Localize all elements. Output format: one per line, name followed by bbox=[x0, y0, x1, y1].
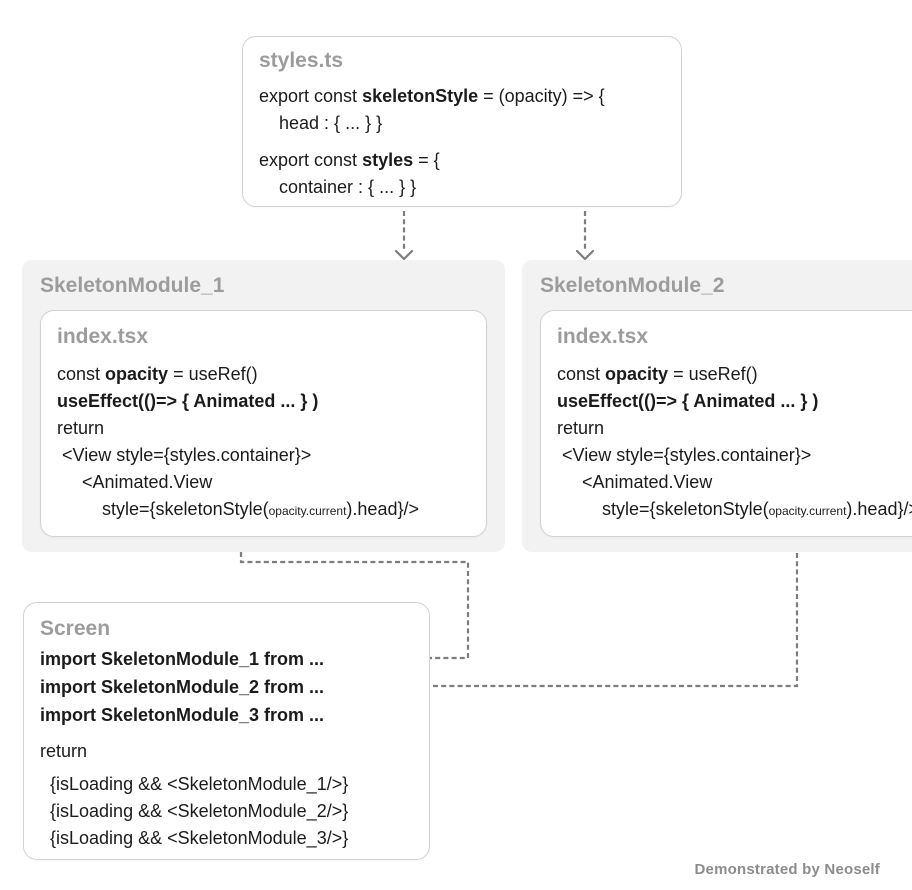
styles-file-box: styles.ts export const skeletonStyle = (… bbox=[242, 36, 682, 207]
footer-credit: Demonstrated by Neoself bbox=[694, 861, 880, 878]
module-1-index-file-title: index.tsx bbox=[57, 325, 149, 348]
code-line: {isLoading && <SkeletonModule_2/>} bbox=[40, 801, 349, 821]
code-line: <Animated.View bbox=[57, 472, 213, 492]
screen-title: Screen bbox=[40, 617, 111, 640]
styles-file-title: styles.ts bbox=[259, 49, 344, 72]
arrow-styles-to-module1 bbox=[394, 211, 414, 261]
code-line: style={skeletonStyle(opacity.current).he… bbox=[557, 499, 912, 519]
skeleton-module-1-title: SkeletonModule_1 bbox=[40, 274, 225, 297]
code-line: import SkeletonModule_2 from ... bbox=[40, 677, 325, 697]
code-line: {isLoading && <SkeletonModule_3/>} bbox=[40, 828, 349, 848]
code-line: export const skeletonStyle = (opacity) =… bbox=[259, 86, 605, 106]
code-line: const opacity = useRef() bbox=[557, 364, 758, 384]
styles-file-code: export const skeletonStyle = (opacity) =… bbox=[259, 83, 665, 201]
code-line: style={skeletonStyle(opacity.current).he… bbox=[57, 499, 419, 519]
code-line: head : { ... } } bbox=[259, 113, 383, 133]
code-line: const opacity = useRef() bbox=[57, 364, 258, 384]
code-line: useEffect(()=> { Animated ... } ) bbox=[557, 391, 819, 411]
screen-imports: import SkeletonModule_1 from ... import S… bbox=[40, 645, 413, 729]
arrow-styles-to-module2 bbox=[575, 211, 595, 261]
module-1-index-file-box: index.tsx const opacity = useRef() useEff… bbox=[40, 310, 487, 537]
code-line: <View style={styles.container}> bbox=[57, 445, 312, 465]
code-line: return bbox=[557, 418, 605, 438]
code-line: export const styles = { bbox=[259, 150, 440, 170]
screen-box: Screen import SkeletonModule_1 from ...i… bbox=[23, 602, 430, 860]
code-line: useEffect(()=> { Animated ... } ) bbox=[57, 391, 319, 411]
code-line: <View style={styles.container}> bbox=[557, 445, 812, 465]
code-line: {isLoading && <SkeletonModule_1/>} bbox=[40, 774, 349, 794]
code-line: import SkeletonModule_3 from ... bbox=[40, 705, 325, 725]
arrow-module2-to-screen-import2 bbox=[390, 553, 799, 696]
code-line: container : { ... } } bbox=[259, 177, 417, 197]
module-1-index-code: const opacity = useRef() useEffect(()=> {… bbox=[57, 361, 470, 525]
skeleton-module-2-title: SkeletonModule_2 bbox=[540, 274, 725, 297]
module-2-index-file-title: index.tsx bbox=[557, 325, 649, 348]
code-line: <Animated.View bbox=[557, 472, 713, 492]
code-line: import SkeletonModule_1 from ... bbox=[40, 649, 325, 669]
module-2-index-file-box: index.tsx const opacity = useRef() useEff… bbox=[540, 310, 912, 537]
screen-body: {isLoading && <SkeletonModule_1/>} {isLo… bbox=[40, 771, 413, 852]
screen-return: return bbox=[40, 737, 413, 765]
skeleton-module-2-box: SkeletonModule_2 index.tsx const opacity… bbox=[522, 260, 912, 552]
skeleton-module-1-box: SkeletonModule_1 index.tsx const opacity… bbox=[22, 260, 505, 552]
code-line: return bbox=[57, 418, 105, 438]
module-2-index-code: const opacity = useRef() useEffect(()=> {… bbox=[557, 361, 912, 525]
code-line: return bbox=[40, 741, 88, 761]
